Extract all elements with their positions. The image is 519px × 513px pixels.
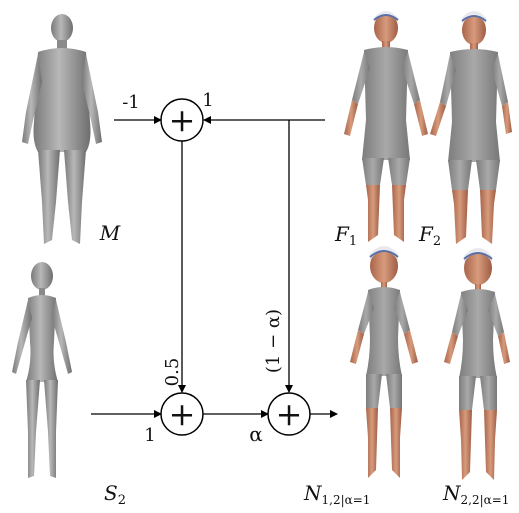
weight-one-bottom: 1 bbox=[144, 425, 155, 446]
mesh-figure-N2 bbox=[444, 248, 510, 480]
weight-alpha: α bbox=[249, 422, 263, 446]
label-N1: N1,2|α=1 bbox=[303, 481, 370, 507]
mesh-figure-F2 bbox=[430, 11, 512, 244]
bottom-sum-node: + bbox=[161, 393, 203, 435]
mesh-figure-M bbox=[22, 14, 102, 244]
mesh-figure-F1 bbox=[344, 11, 428, 242]
blend-sum-node: + bbox=[268, 393, 310, 435]
label-M: M bbox=[99, 221, 121, 245]
label-F2: F2 bbox=[418, 222, 441, 249]
weight-half: 0.5 bbox=[162, 358, 183, 387]
label-N2: N2,2|α=1 bbox=[442, 481, 509, 507]
weight-one-minus-alpha: (1 − α) bbox=[263, 309, 284, 373]
mesh-figure-N1 bbox=[350, 246, 418, 478]
blend-sum-symbol: + bbox=[276, 395, 303, 433]
weight-plus-one-top: 1 bbox=[202, 90, 213, 111]
label-F1: F1 bbox=[334, 222, 357, 249]
weight-minus-one: -1 bbox=[122, 92, 140, 113]
mesh-figure-S2 bbox=[12, 262, 72, 478]
top-sum-symbol: + bbox=[169, 101, 196, 139]
label-S2: S2 bbox=[104, 481, 126, 508]
top-sum-node: + bbox=[161, 99, 203, 141]
bottom-sum-symbol: + bbox=[169, 395, 196, 433]
